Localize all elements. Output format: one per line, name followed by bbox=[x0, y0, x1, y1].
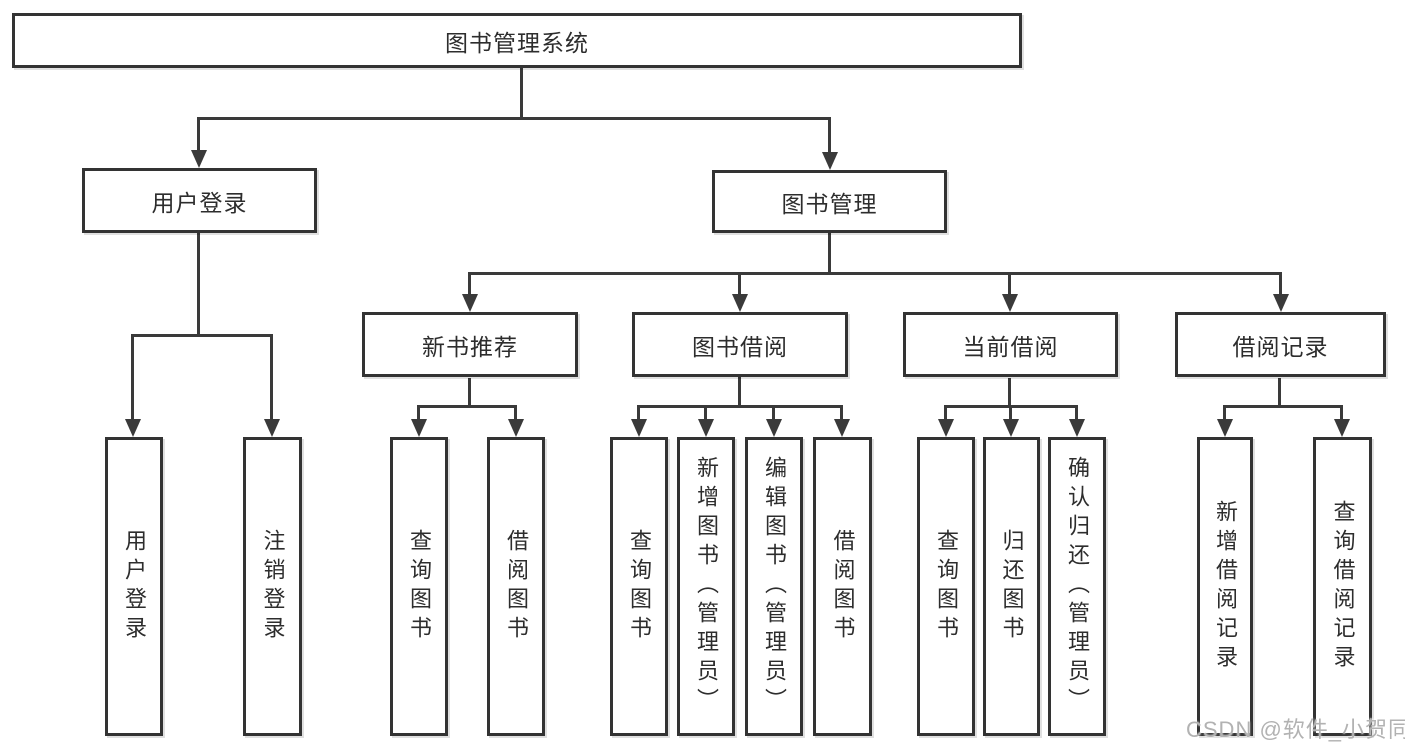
leaf-add-borrow-record: 新增借阅记录 bbox=[1197, 437, 1253, 736]
connector-line bbox=[1279, 273, 1282, 295]
node-new-book-recommend: 新书推荐 bbox=[362, 312, 578, 377]
leaf-borrow-query-book-label: 查询图书 bbox=[627, 528, 652, 645]
connector-line bbox=[1008, 378, 1011, 406]
connector-line bbox=[197, 118, 200, 150]
leaf-query-borrow-record-label: 查询借阅记录 bbox=[1330, 499, 1356, 674]
node-new-book-recommend-label: 新书推荐 bbox=[422, 333, 518, 360]
connector-line bbox=[417, 406, 420, 419]
connector-line bbox=[197, 117, 831, 120]
csdn-watermark: CSDN @软件_小贺同学 bbox=[1186, 717, 1405, 742]
arrow-down-icon bbox=[631, 419, 647, 437]
connector-line bbox=[468, 273, 471, 295]
arrow-down-icon bbox=[732, 294, 748, 312]
leaf-user-login-label: 用户登录 bbox=[122, 528, 147, 645]
node-book-management: 图书管理 bbox=[712, 170, 947, 233]
connector-line bbox=[738, 377, 741, 406]
connector-line bbox=[828, 233, 831, 273]
leaf-return-book-label: 归还图书 bbox=[999, 528, 1025, 645]
leaf-query-borrow-record: 查询借阅记录 bbox=[1313, 437, 1372, 736]
arrow-down-icon bbox=[1217, 419, 1233, 437]
leaf-newbook-query-book-label: 查询图书 bbox=[407, 528, 432, 645]
connector-line bbox=[828, 118, 831, 152]
node-book-management-label: 图书管理 bbox=[781, 190, 878, 217]
leaf-newbook-query-book: 查询图书 bbox=[390, 437, 448, 736]
arrow-down-icon bbox=[766, 419, 782, 437]
connector-line bbox=[1075, 406, 1078, 419]
connector-line bbox=[468, 378, 471, 406]
connector-line bbox=[840, 406, 843, 419]
node-user-login-label: 用户登录 bbox=[151, 189, 248, 216]
node-current-borrow: 当前借阅 bbox=[903, 312, 1118, 377]
connector-line bbox=[1340, 406, 1343, 419]
connector-line bbox=[270, 335, 273, 419]
node-borrow-record-label: 借阅记录 bbox=[1232, 333, 1329, 360]
arrow-down-icon bbox=[191, 150, 207, 168]
leaf-current-query-book-label: 查询图书 bbox=[934, 528, 959, 645]
leaf-confirm-return-admin: 确认归还（管理员） bbox=[1048, 437, 1106, 736]
arrow-down-icon bbox=[264, 419, 280, 437]
arrow-down-icon bbox=[938, 419, 954, 437]
leaf-add-book-admin: 新增图书（管理员） bbox=[677, 437, 735, 736]
arrow-down-icon bbox=[125, 419, 141, 437]
connector-line bbox=[131, 334, 273, 337]
connector-line bbox=[468, 272, 1282, 275]
leaf-logout: 注销登录 bbox=[243, 437, 302, 736]
arrow-down-icon bbox=[462, 294, 478, 312]
node-book-borrow-label: 图书借阅 bbox=[692, 333, 788, 360]
leaf-newbook-borrow-book-label: 借阅图书 bbox=[504, 528, 529, 645]
connector-line bbox=[197, 233, 200, 335]
node-borrow-record: 借阅记录 bbox=[1175, 312, 1386, 377]
arrow-down-icon bbox=[698, 419, 714, 437]
node-root: 图书管理系统 bbox=[12, 13, 1022, 68]
leaf-add-borrow-record-label: 新增借阅记录 bbox=[1213, 499, 1238, 674]
leaf-add-book-admin-label: 新增图书（管理员） bbox=[694, 456, 719, 717]
arrow-down-icon bbox=[834, 419, 850, 437]
node-current-borrow-label: 当前借阅 bbox=[962, 333, 1059, 360]
arrow-down-icon bbox=[1273, 294, 1289, 312]
connector-line bbox=[1223, 406, 1226, 419]
connector-line bbox=[514, 406, 517, 419]
arrow-down-icon bbox=[1334, 419, 1350, 437]
leaf-edit-book-admin-label: 编辑图书（管理员） bbox=[762, 456, 787, 717]
connector-line bbox=[637, 405, 843, 408]
connector-line bbox=[944, 406, 947, 419]
leaf-logout-label: 注销登录 bbox=[260, 528, 286, 645]
leaf-edit-book-admin: 编辑图书（管理员） bbox=[745, 437, 803, 736]
connector-line bbox=[738, 273, 741, 295]
leaf-borrow-query-book: 查询图书 bbox=[610, 437, 668, 736]
leaf-return-book: 归还图书 bbox=[983, 437, 1040, 736]
connector-line bbox=[1278, 378, 1281, 406]
arrow-down-icon bbox=[411, 419, 427, 437]
arrow-down-icon bbox=[822, 152, 838, 170]
connector-line bbox=[131, 335, 134, 419]
leaf-borrow-borrow-book: 借阅图书 bbox=[813, 437, 872, 736]
node-root-label: 图书管理系统 bbox=[445, 29, 589, 56]
connector-line bbox=[1008, 273, 1011, 295]
connector-line bbox=[417, 405, 517, 408]
leaf-user-login: 用户登录 bbox=[105, 437, 163, 736]
leaf-borrow-borrow-book-label: 借阅图书 bbox=[830, 528, 856, 645]
arrow-down-icon bbox=[1003, 419, 1019, 437]
connector-line bbox=[637, 406, 640, 419]
connector-line bbox=[1223, 405, 1343, 408]
connector-line bbox=[772, 406, 775, 419]
node-user-login: 用户登录 bbox=[82, 168, 317, 233]
arrow-down-icon bbox=[1069, 419, 1085, 437]
arrow-down-icon bbox=[1002, 294, 1018, 312]
leaf-current-query-book: 查询图书 bbox=[917, 437, 975, 736]
node-book-borrow: 图书借阅 bbox=[632, 312, 848, 377]
leaf-confirm-return-admin-label: 确认归还（管理员） bbox=[1065, 456, 1090, 717]
connector-line bbox=[1009, 406, 1012, 419]
leaf-newbook-borrow-book: 借阅图书 bbox=[487, 437, 545, 736]
connector-line bbox=[704, 406, 707, 419]
arrow-down-icon bbox=[508, 419, 524, 437]
connector-line bbox=[520, 68, 523, 118]
